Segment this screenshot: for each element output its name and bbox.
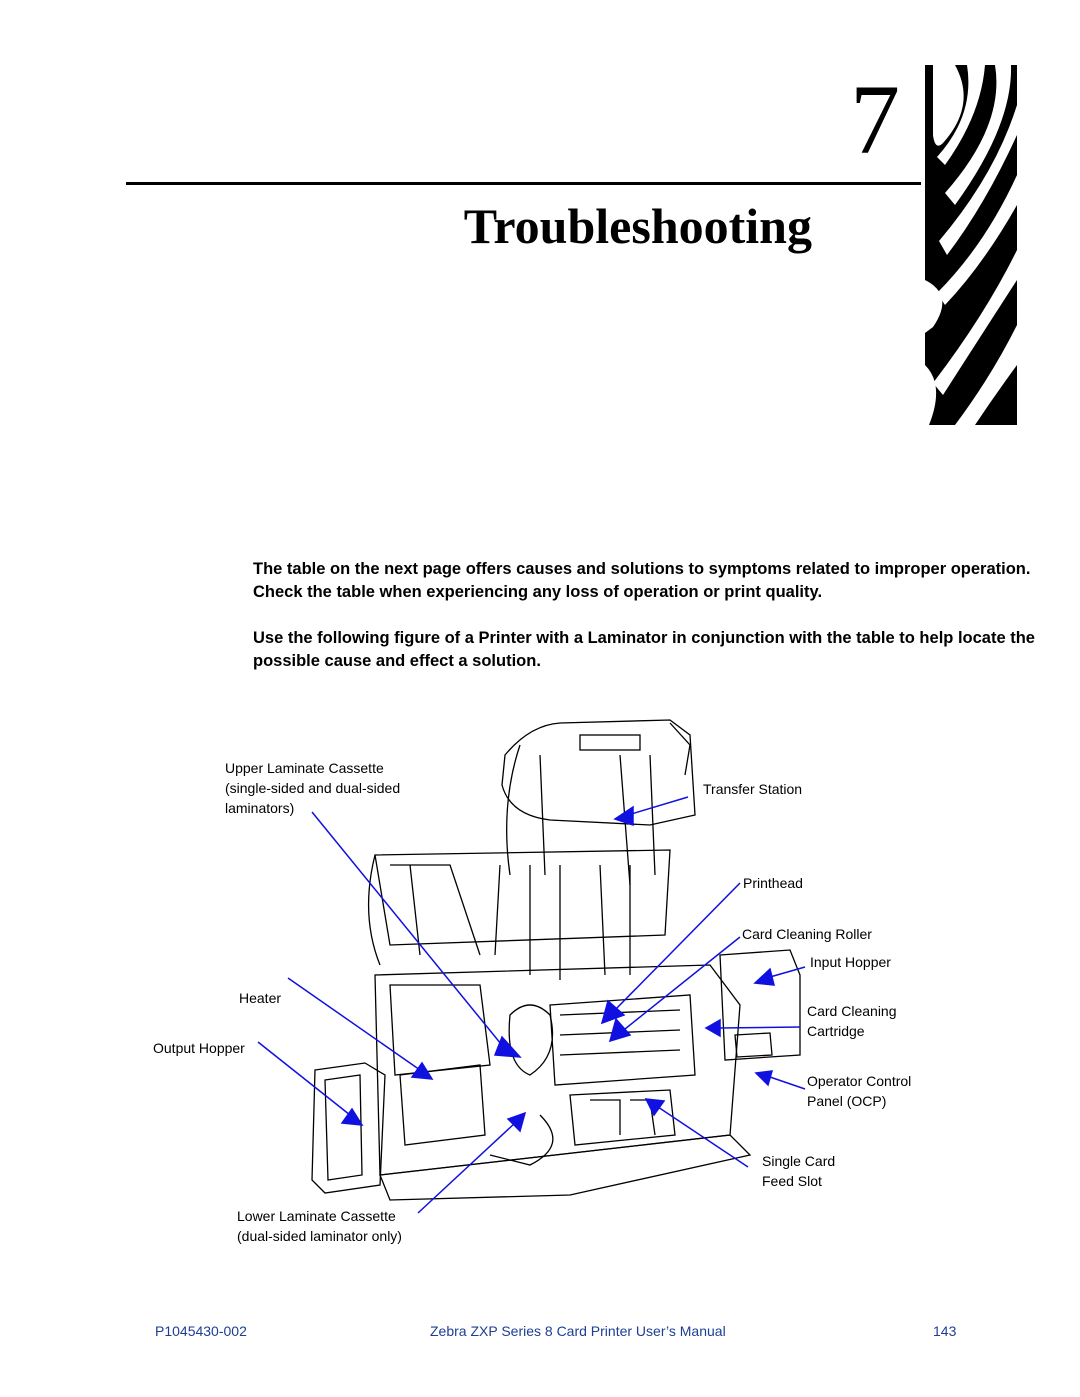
intro-paragraph: The table on the next page offers causes… <box>253 560 1031 601</box>
callout-upper-laminate-cassette: Upper Laminate Cassette (single-sided an… <box>225 760 401 816</box>
footer-doc-number: P1045430-002 <box>155 1323 247 1339</box>
callout-lower-laminate-cassette: Lower Laminate Cassette (dual-sided lami… <box>237 1208 402 1244</box>
callout-card-cleaning-cartridge: Card Cleaning Cartridge <box>807 1003 897 1039</box>
printer-line-drawing <box>257 719 806 1214</box>
callout-output-hopper: Output Hopper <box>153 1040 245 1056</box>
callout-card-cleaning-roller: Card Cleaning Roller <box>742 926 872 942</box>
intro-paragraph: Use the following figure of a Printer wi… <box>253 629 1035 670</box>
callout-printhead: Printhead <box>743 875 803 891</box>
callout-input-hopper: Input Hopper <box>810 954 891 970</box>
footer-manual-title: Zebra ZXP Series 8 Card Printer User’s M… <box>430 1323 726 1339</box>
chapter-number: 7 <box>850 64 900 175</box>
callout-single-card-feed-slot: Single Card Feed Slot <box>762 1153 836 1189</box>
printer-diagram: Upper Laminate Cassette (single-sided an… <box>150 715 950 1245</box>
chapter-divider <box>126 182 921 185</box>
printer-illustration <box>311 719 801 1201</box>
callout-arrows <box>257 796 806 1214</box>
callout-transfer-station: Transfer Station <box>703 781 803 797</box>
callout-operator-control-panel: Operator Control Panel (OCP) <box>807 1073 912 1109</box>
footer-page-number: 143 <box>933 1323 957 1339</box>
chapter-title: Troubleshooting <box>463 198 812 254</box>
zebra-stripe-logo <box>925 65 1017 425</box>
callout-heater: Heater <box>239 990 282 1006</box>
